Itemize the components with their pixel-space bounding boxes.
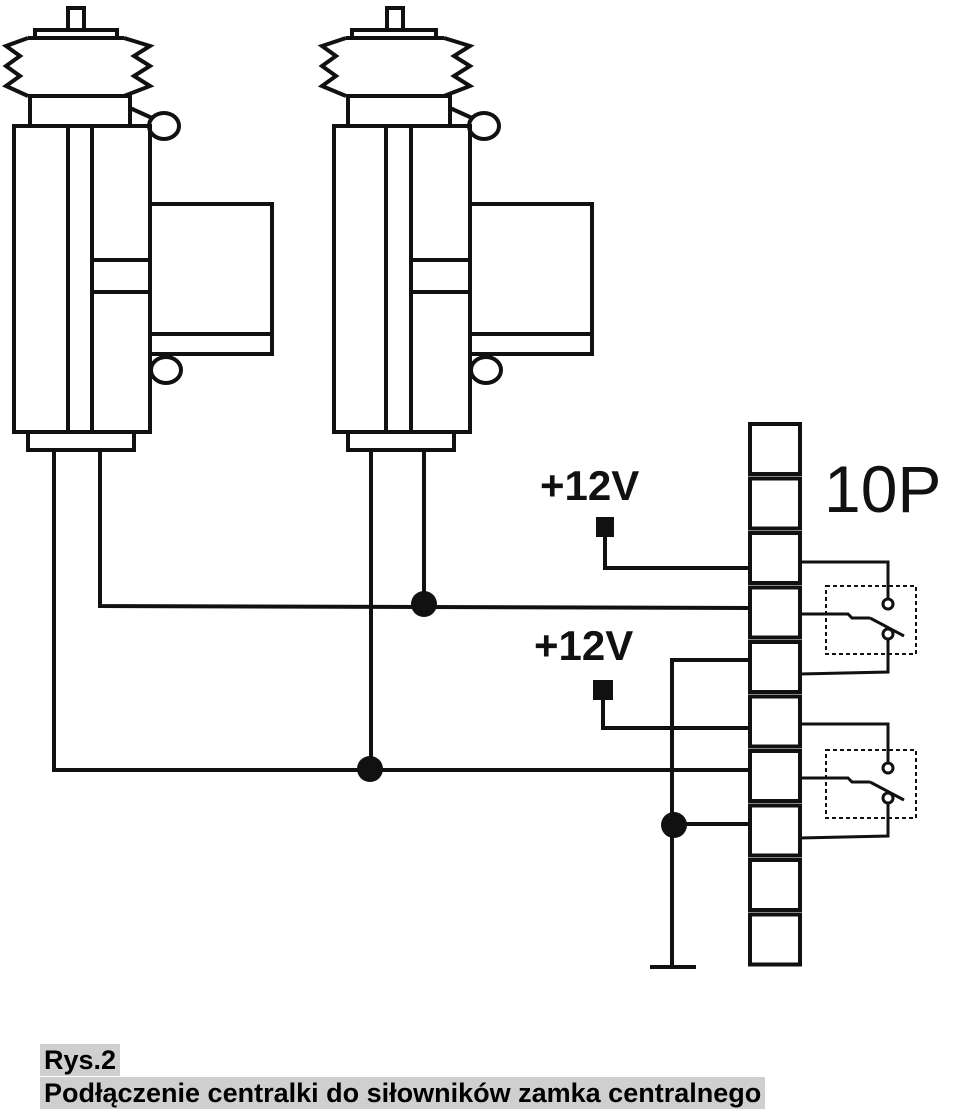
connector-pin-10	[748, 912, 802, 967]
actuator-right-base	[346, 430, 456, 452]
actuator-left-side-box	[148, 202, 274, 356]
junction-dot-a	[411, 591, 437, 617]
actuator-left	[1, 6, 274, 452]
wiring-diagram: +12V +12V 10P	[1, 6, 941, 969]
actuator-right-neck	[346, 94, 452, 128]
figure-number: Rys.2	[40, 1044, 121, 1076]
actuator-right-mount-bottom	[469, 355, 503, 385]
relay-2-housing	[825, 749, 917, 819]
connector-10p	[748, 422, 802, 967]
actuator-left-body	[12, 124, 152, 434]
actuator-left-mount-top	[147, 111, 181, 141]
relay-1-housing	[825, 585, 917, 655]
actuator-left-boot-left	[1, 36, 29, 98]
connector-pin-5	[748, 640, 802, 694]
connector-pin-2	[748, 476, 802, 531]
relay-1-contact-bottom	[881, 627, 895, 641]
wire-supply-2-to-pin-6	[601, 700, 750, 730]
actuator-left-base	[26, 430, 136, 452]
actuator-right-rod	[385, 6, 405, 32]
relay-2	[799, 722, 917, 840]
actuator-right-side-box	[468, 202, 594, 356]
supply-terminal-1	[596, 517, 614, 537]
relay-2-switch-arm	[869, 780, 905, 802]
wire-supply-1-to-pin-3	[603, 537, 750, 570]
supply-label-2: +12V	[534, 622, 633, 669]
connector-pin-6	[748, 694, 802, 749]
actuator-left-mount-bottom	[149, 355, 183, 385]
wire-pin-5-to-ground	[670, 658, 750, 966]
wire-to-pin-4	[98, 450, 751, 610]
figure-title: Podłączenie centralki do siłowników zamk…	[40, 1077, 766, 1109]
actuator-right-mount-top	[467, 111, 501, 141]
relay-1-switch-arm	[869, 616, 905, 638]
connector-pin-8	[748, 803, 802, 858]
wires	[52, 450, 751, 969]
junction-dot-b	[357, 756, 383, 782]
connector-pin-9	[748, 858, 802, 912]
connector-pin-1	[748, 422, 802, 476]
actuator-right-slider	[409, 258, 472, 294]
actuator-left-slider	[90, 258, 152, 294]
relay-2-contact-top	[881, 761, 895, 775]
junction-dot-ground	[661, 812, 687, 838]
relay-2-contact-bottom	[881, 791, 895, 805]
supply-terminal-2	[593, 680, 613, 700]
connector-pin-7	[748, 749, 802, 803]
actuator-left-rod	[66, 6, 86, 32]
wire-to-pin-7	[52, 450, 750, 772]
connector-label: 10P	[824, 452, 941, 526]
connector-pin-4	[748, 585, 802, 640]
actuator-right-body	[332, 124, 472, 434]
actuator-right	[317, 6, 594, 452]
connector-pin-3	[748, 531, 802, 585]
actuator-left-neck	[28, 94, 132, 128]
relay-1	[799, 560, 917, 676]
actuator-right-boot-right	[443, 36, 475, 98]
actuator-right-boot-left	[317, 36, 347, 98]
relay-1-contact-top	[881, 597, 895, 611]
supply-label-1: +12V	[540, 462, 639, 509]
actuator-left-boot-right	[123, 36, 155, 98]
